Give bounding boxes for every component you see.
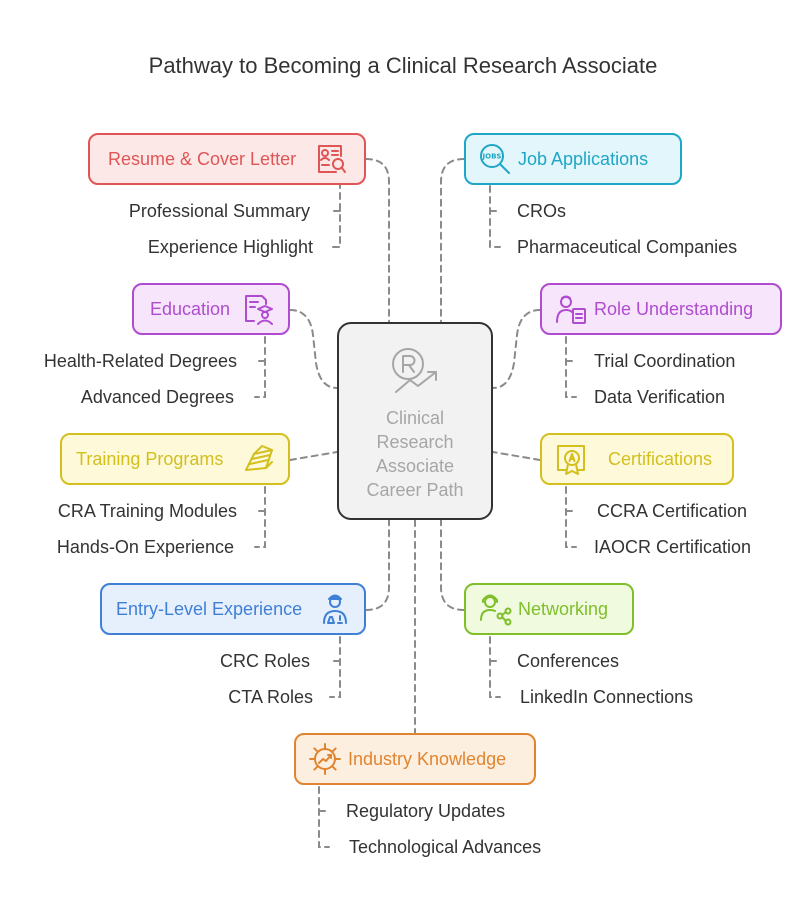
person-document-icon xyxy=(556,295,586,324)
node-item: Conferences xyxy=(517,651,620,671)
node-item: Regulatory Updates xyxy=(346,801,506,821)
node-label: Role Understanding xyxy=(594,298,754,319)
node-item: IAOCR Certification xyxy=(594,537,752,557)
node-item: Professional Summary xyxy=(128,201,310,221)
node-job-applications: JOBS Job Applications xyxy=(464,133,682,185)
node-item: Experience Highlight xyxy=(147,237,313,257)
node-resume-cover-letter: Resume & Cover Letter xyxy=(88,133,366,185)
node-label: Industry Knowledge xyxy=(348,748,507,769)
node-role-understanding: Role Understanding xyxy=(540,283,782,335)
center-career-path-box: Clinical Research Associate Career Path xyxy=(337,322,493,520)
node-training-programs: Training Programs xyxy=(60,433,290,485)
node-item: LinkedIn Connections xyxy=(520,687,694,707)
node-item: Advanced Degrees xyxy=(80,387,234,407)
node-item: Pharmaceutical Companies xyxy=(517,237,738,257)
node-item: Technological Advances xyxy=(349,837,542,857)
jobs-search-icon: JOBS xyxy=(480,144,510,174)
registered-growth-icon xyxy=(392,348,437,393)
node-label: Job Applications xyxy=(518,148,649,169)
node-label: Certifications xyxy=(608,448,713,469)
node-item: CCRA Certification xyxy=(597,501,748,521)
node-education: Education xyxy=(132,283,290,335)
resume-search-icon xyxy=(318,145,346,173)
network-person-icon xyxy=(480,594,512,626)
node-networking: Networking xyxy=(464,583,634,635)
node-item: Data Verification xyxy=(594,387,726,407)
node-label: Resume & Cover Letter xyxy=(108,148,297,169)
node-item: CRC Roles xyxy=(219,651,310,671)
node-label: Entry-Level Experience xyxy=(116,598,303,619)
center-line: Associate xyxy=(375,456,455,476)
graduate-icon xyxy=(245,295,273,325)
node-label: Education xyxy=(150,298,231,319)
certificate-icon xyxy=(557,445,585,475)
node-label: Training Programs xyxy=(76,448,224,469)
books-icon xyxy=(245,445,273,471)
node-label: Networking xyxy=(518,598,609,619)
center-line: Research xyxy=(376,432,454,452)
node-industry-knowledge: Industry Knowledge xyxy=(294,733,536,785)
node-certifications: Certifications xyxy=(540,433,734,485)
node-item: Trial Coordination xyxy=(594,351,736,371)
svg-text:JOBS: JOBS xyxy=(482,153,502,161)
node-item: CTA Roles xyxy=(228,687,313,707)
center-line: Clinical xyxy=(385,408,445,428)
gear-growth-icon xyxy=(309,743,341,775)
node-entry-level-experience: Entry-Level Experience xyxy=(100,583,366,635)
node-item: Health-Related Degrees xyxy=(43,351,237,371)
page-title: Pathway to Becoming a Clinical Research … xyxy=(148,53,658,78)
node-item: CRA Training Modules xyxy=(57,501,237,521)
node-item: Hands-On Experience xyxy=(56,537,234,557)
center-label: Clinical Research Associate Career Path xyxy=(366,406,463,502)
node-item: CROs xyxy=(517,201,566,221)
center-line: Career Path xyxy=(366,480,464,500)
lab-worker-icon xyxy=(323,594,347,624)
